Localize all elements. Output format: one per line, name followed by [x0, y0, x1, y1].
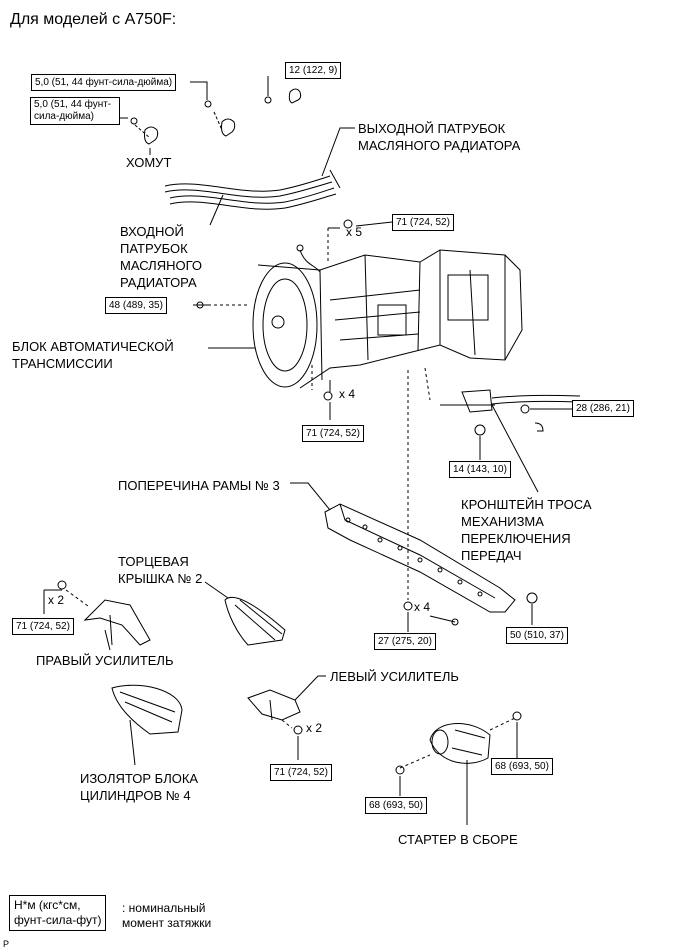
- torque-71-mid: 71 (724, 52): [302, 425, 364, 442]
- label-clamp: ХОМУТ: [126, 155, 172, 170]
- left-stiffener-part: [247, 689, 301, 721]
- torque-5-0-b: 5,0 (51, 44 фунт-сила-дюйма): [30, 97, 120, 125]
- corner-code: P: [3, 939, 10, 949]
- label-transmission: БЛОК АВТОМАТИЧЕСКОЙ ТРАНСМИССИИ: [12, 339, 174, 371]
- leader-5-0-a: [190, 81, 208, 100]
- label-right-stiffener: ПРАВЫЙ УСИЛИТЕЛЬ: [36, 653, 174, 668]
- torque-71-left: 71 (724, 52): [12, 618, 74, 635]
- transmission-body: [252, 244, 523, 389]
- label-cable-bracket: КРОНШТЕЙН ТРОСА МЕХАНИЗМА ПЕРЕКЛЮЧЕНИЯ П…: [461, 497, 592, 563]
- legend-unit-box: Н*м (кгс*см, фунт-сила-фут): [9, 895, 107, 931]
- torque-14: 14 (143, 10): [449, 461, 511, 478]
- starter-part: [429, 723, 491, 764]
- clamp-part-a: [144, 126, 159, 145]
- torque-27: 27 (275, 20): [374, 633, 436, 650]
- label-inlet-pipe: ВХОДНОЙ ПАТРУБОК МАСЛЯНОГО РАДИАТОРА: [120, 224, 203, 290]
- torque-28: 28 (286, 21): [572, 400, 634, 417]
- torque-5-0-a: 5,0 (51, 44 фунт-сила-дюйма): [31, 74, 177, 91]
- torque-71-top: 71 (724, 52): [392, 214, 454, 231]
- end-cover-part: [224, 596, 286, 646]
- multiplier-x2-left: x 2: [48, 593, 65, 607]
- torque-71-bottom: 71 (724, 52): [270, 764, 332, 781]
- torque-12: 12 (122, 9): [285, 62, 342, 79]
- multiplier-x4-mid: x 4: [339, 387, 356, 401]
- label-outlet-pipe: ВЫХОДНОЙ ПАТРУБОК МАСЛЯНОГО РАДИАТОРА: [358, 121, 521, 153]
- legend-description: : номинальный момент затяжки: [122, 901, 212, 930]
- page-title: Для моделей с A750F:: [10, 11, 177, 28]
- clamp-part-c: [288, 88, 302, 104]
- torque-48: 48 (489, 35): [105, 297, 167, 314]
- insulator-part: [111, 684, 183, 735]
- torque-50: 50 (510, 37): [506, 627, 568, 644]
- label-left-stiffener: ЛЕВЫЙ УСИЛИТЕЛЬ: [330, 669, 459, 684]
- crossmember-part: [324, 503, 516, 613]
- torque-68-left: 68 (693, 50): [365, 797, 427, 814]
- torque-68-right: 68 (693, 50): [491, 758, 553, 775]
- cable-bracket-part: [461, 389, 493, 413]
- oil-pipe-1: [164, 175, 331, 192]
- right-stiffener-part: [83, 599, 151, 646]
- label-insulator: ИЗОЛЯТОР БЛОКА ЦИЛИНДРОВ № 4: [80, 771, 199, 803]
- label-end-cover: ТОРЦЕВАЯ КРЫШКА № 2: [118, 554, 203, 586]
- multiplier-x4-cross: x 4: [414, 600, 431, 614]
- label-crossmember: ПОПЕРЕЧИНА РАМЫ № 3: [118, 478, 280, 493]
- label-starter: СТАРТЕР В СБОРЕ: [398, 832, 518, 847]
- clamp-part-b: [221, 118, 236, 137]
- multiplier-x2-bottom: x 2: [306, 721, 323, 735]
- multiplier-x5: x 5: [346, 225, 363, 239]
